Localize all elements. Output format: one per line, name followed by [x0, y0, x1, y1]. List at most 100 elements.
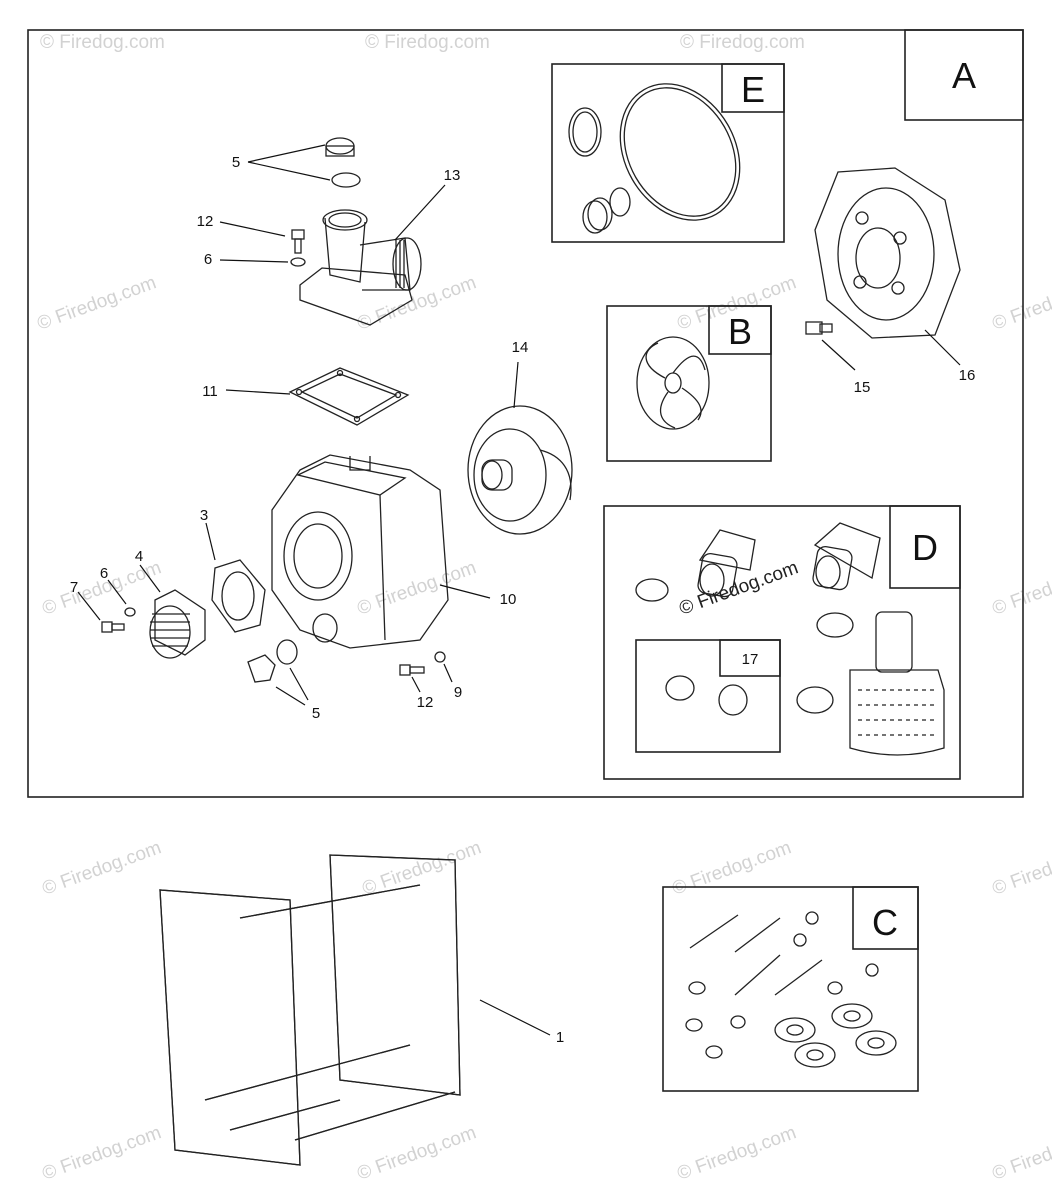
leader-line: [205, 522, 216, 561]
kit-b-label-box: [708, 305, 772, 355]
callout-11: 11: [202, 383, 218, 400]
leader-line: [275, 686, 306, 706]
washer-icon: [124, 607, 136, 617]
nut-icon: [865, 963, 879, 977]
suction-fitting-icon: [149, 589, 206, 659]
bolt-icon: [291, 229, 305, 254]
watermark: © Firedog.com: [35, 272, 160, 334]
kit-b-label: B: [728, 311, 752, 352]
watermark: © Firedog.com: [670, 837, 795, 899]
o-ring-icon: [568, 107, 602, 157]
kit-d: D © Firedog.com 17: [603, 505, 961, 780]
callout-14: 14: [512, 339, 529, 356]
kit-b-frame: [606, 305, 772, 462]
hose-barb-icon: [812, 522, 881, 591]
kit-b: B: [606, 305, 772, 462]
callout-5: 5: [312, 705, 320, 722]
leader-line: [513, 361, 519, 409]
kit-17-label-box: [719, 639, 781, 677]
large-o-ring-icon: [619, 83, 741, 221]
strainer-icon: [849, 611, 945, 756]
callout-12: 12: [417, 694, 434, 711]
watermark: © Firedog.com: [990, 1122, 1052, 1184]
nut-icon: [793, 933, 807, 947]
hose-clamp-icon: [816, 612, 854, 638]
kit-e: E: [551, 63, 785, 243]
drain-plug-icon: [325, 137, 361, 188]
rubber-mount-icon: [855, 1030, 897, 1056]
kit-e-label-box: [721, 63, 785, 113]
leader-line: [289, 667, 309, 701]
washer-icon: [827, 981, 843, 995]
callout-10: 10: [500, 591, 517, 608]
drain-plug-icon: [247, 639, 298, 683]
leader-line: [219, 221, 286, 237]
kit-a-frame: [27, 29, 1024, 798]
leader-line: [139, 564, 161, 593]
watermark: © Firedog.com: [990, 557, 1052, 619]
rubber-mount-icon: [831, 1003, 873, 1029]
callout-12: 12: [197, 213, 214, 230]
large-o-ring-icon: [623, 87, 737, 217]
kit-c: C: [662, 886, 919, 1092]
kit-d-label-box: [889, 505, 961, 589]
watermark: © Firedog.com: [40, 32, 165, 53]
washer-icon: [688, 981, 706, 995]
leader-line: [77, 591, 101, 621]
leader-line: [394, 184, 446, 241]
bolt-icon: [805, 321, 833, 335]
hose-clamp-icon: [796, 686, 834, 714]
kit-d-label: D: [912, 527, 938, 568]
bolt-icon: [101, 621, 125, 633]
kit-e-frame: [551, 63, 785, 243]
callout-3: 3: [200, 507, 208, 524]
leader-line: [439, 584, 491, 599]
watermark: © Firedog.com: [355, 1122, 480, 1184]
watermark: © Firedog.com: [360, 837, 485, 899]
o-ring-icon: [718, 684, 748, 716]
callout-16: 16: [959, 367, 976, 384]
kit-a-label-box: [904, 29, 1024, 121]
kit-c-label-box: [852, 886, 919, 950]
callout-6: 6: [204, 251, 212, 268]
callout-13: 13: [444, 167, 461, 184]
kit-e-label: E: [741, 69, 765, 110]
kit-d-frame: [603, 505, 961, 780]
flange-gasket-icon: [211, 559, 266, 633]
kit-17-label: 17: [742, 651, 759, 668]
callout-7: 7: [70, 579, 78, 596]
o-ring-icon: [572, 111, 598, 153]
rubber-mount-icon: [794, 1042, 836, 1068]
volute-icon: [467, 405, 573, 535]
leader-line: [443, 663, 453, 683]
hose-barb-icon: [697, 529, 756, 598]
leader-line: [411, 676, 421, 693]
callout-15: 15: [854, 379, 871, 396]
watermark: © Firedog.com: [365, 32, 490, 53]
rubber-mount-icon: [774, 1017, 816, 1043]
watermark-layer: © Firedog.com © Firedog.com © Firedog.co…: [35, 32, 1052, 1185]
watermark: © Firedog.com: [40, 837, 165, 899]
bolt-icon: [689, 914, 823, 996]
watermark: © Firedog.com: [990, 272, 1052, 334]
washer-icon: [705, 1045, 723, 1059]
o-ring-icon: [665, 675, 695, 701]
leader-line: [247, 144, 326, 163]
leader-line: [924, 329, 961, 366]
callout-1: 1: [556, 1029, 564, 1046]
leader-line: [247, 161, 331, 181]
sleeve-icon: [587, 197, 613, 231]
back-plate-icon: [814, 167, 961, 339]
bolt-icon: [399, 664, 425, 676]
hose-clamp-icon: [635, 578, 669, 602]
kit-c-label: C: [872, 902, 898, 943]
kit-17-frame: [635, 639, 781, 753]
washer-icon: [730, 1015, 746, 1029]
watermark: © Firedog.com: [40, 1122, 165, 1184]
leader-line: [219, 259, 289, 263]
watermark: © Firedog.com: [675, 1122, 800, 1184]
impeller-icon: [636, 336, 710, 430]
leader-line: [821, 339, 856, 371]
callout-6: 6: [100, 565, 108, 582]
